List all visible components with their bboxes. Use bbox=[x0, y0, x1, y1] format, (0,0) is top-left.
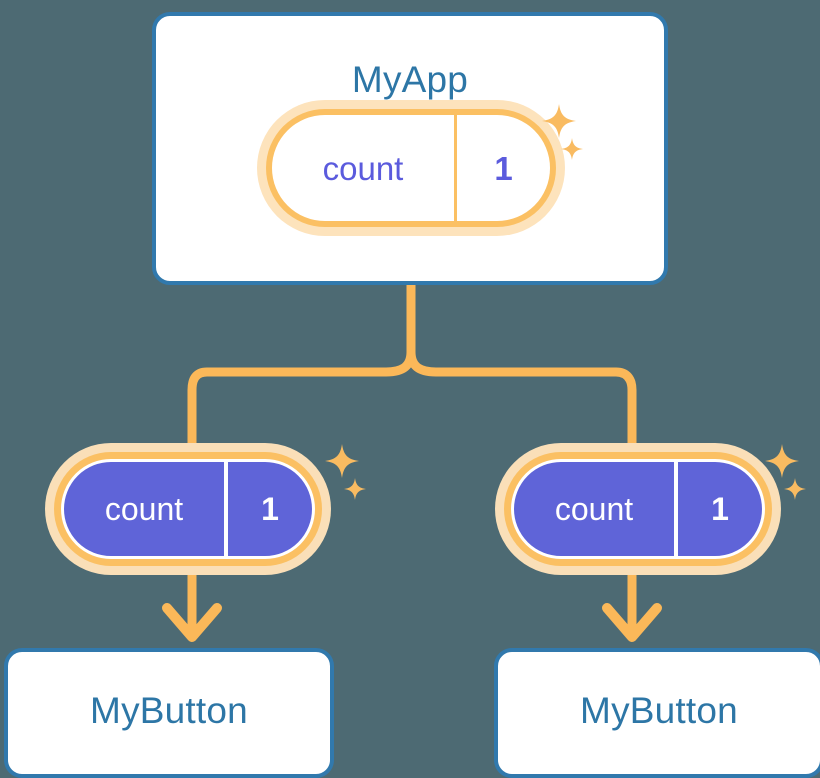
component-card-mybutton-right[interactable]: MyButton bbox=[494, 648, 820, 778]
state-key-label: count bbox=[104, 491, 184, 527]
state-pill-mybutton-right[interactable]: count 1 bbox=[504, 452, 772, 566]
sparkle-four-point-large-icon bbox=[325, 444, 359, 478]
component-title-label: MyButton bbox=[580, 690, 738, 731]
page-title: MyApp bbox=[351, 59, 469, 100]
state-pill-inner: count 1 bbox=[61, 459, 315, 559]
component-card-mybutton-left[interactable]: MyButton bbox=[4, 648, 334, 778]
state-pill-inner: count 1 bbox=[272, 115, 550, 221]
state-value-label: 1 bbox=[454, 115, 550, 221]
arrow-right-group bbox=[602, 575, 662, 642]
state-pill-myapp[interactable]: count 1 bbox=[266, 109, 556, 227]
arrow-down-icon bbox=[602, 603, 662, 642]
arrow-left-group bbox=[162, 575, 222, 642]
connector-branch-left bbox=[187, 347, 416, 457]
state-pill-inner: count 1 bbox=[511, 459, 765, 559]
state-key-label: count bbox=[554, 491, 634, 527]
sparkle-four-point-small-icon bbox=[784, 478, 806, 500]
sparkle-four-point-large-icon bbox=[765, 444, 799, 478]
sparkle-four-point-small-icon bbox=[344, 478, 366, 500]
component-title-label: MyButton bbox=[90, 690, 248, 731]
arrow-down-icon bbox=[162, 603, 222, 642]
state-value-label: 1 bbox=[224, 462, 312, 556]
state-value-label: 1 bbox=[674, 462, 762, 556]
connector-branch-right bbox=[406, 347, 637, 457]
state-pill-mybutton-left[interactable]: count 1 bbox=[54, 452, 322, 566]
state-key-label: count bbox=[322, 149, 404, 187]
